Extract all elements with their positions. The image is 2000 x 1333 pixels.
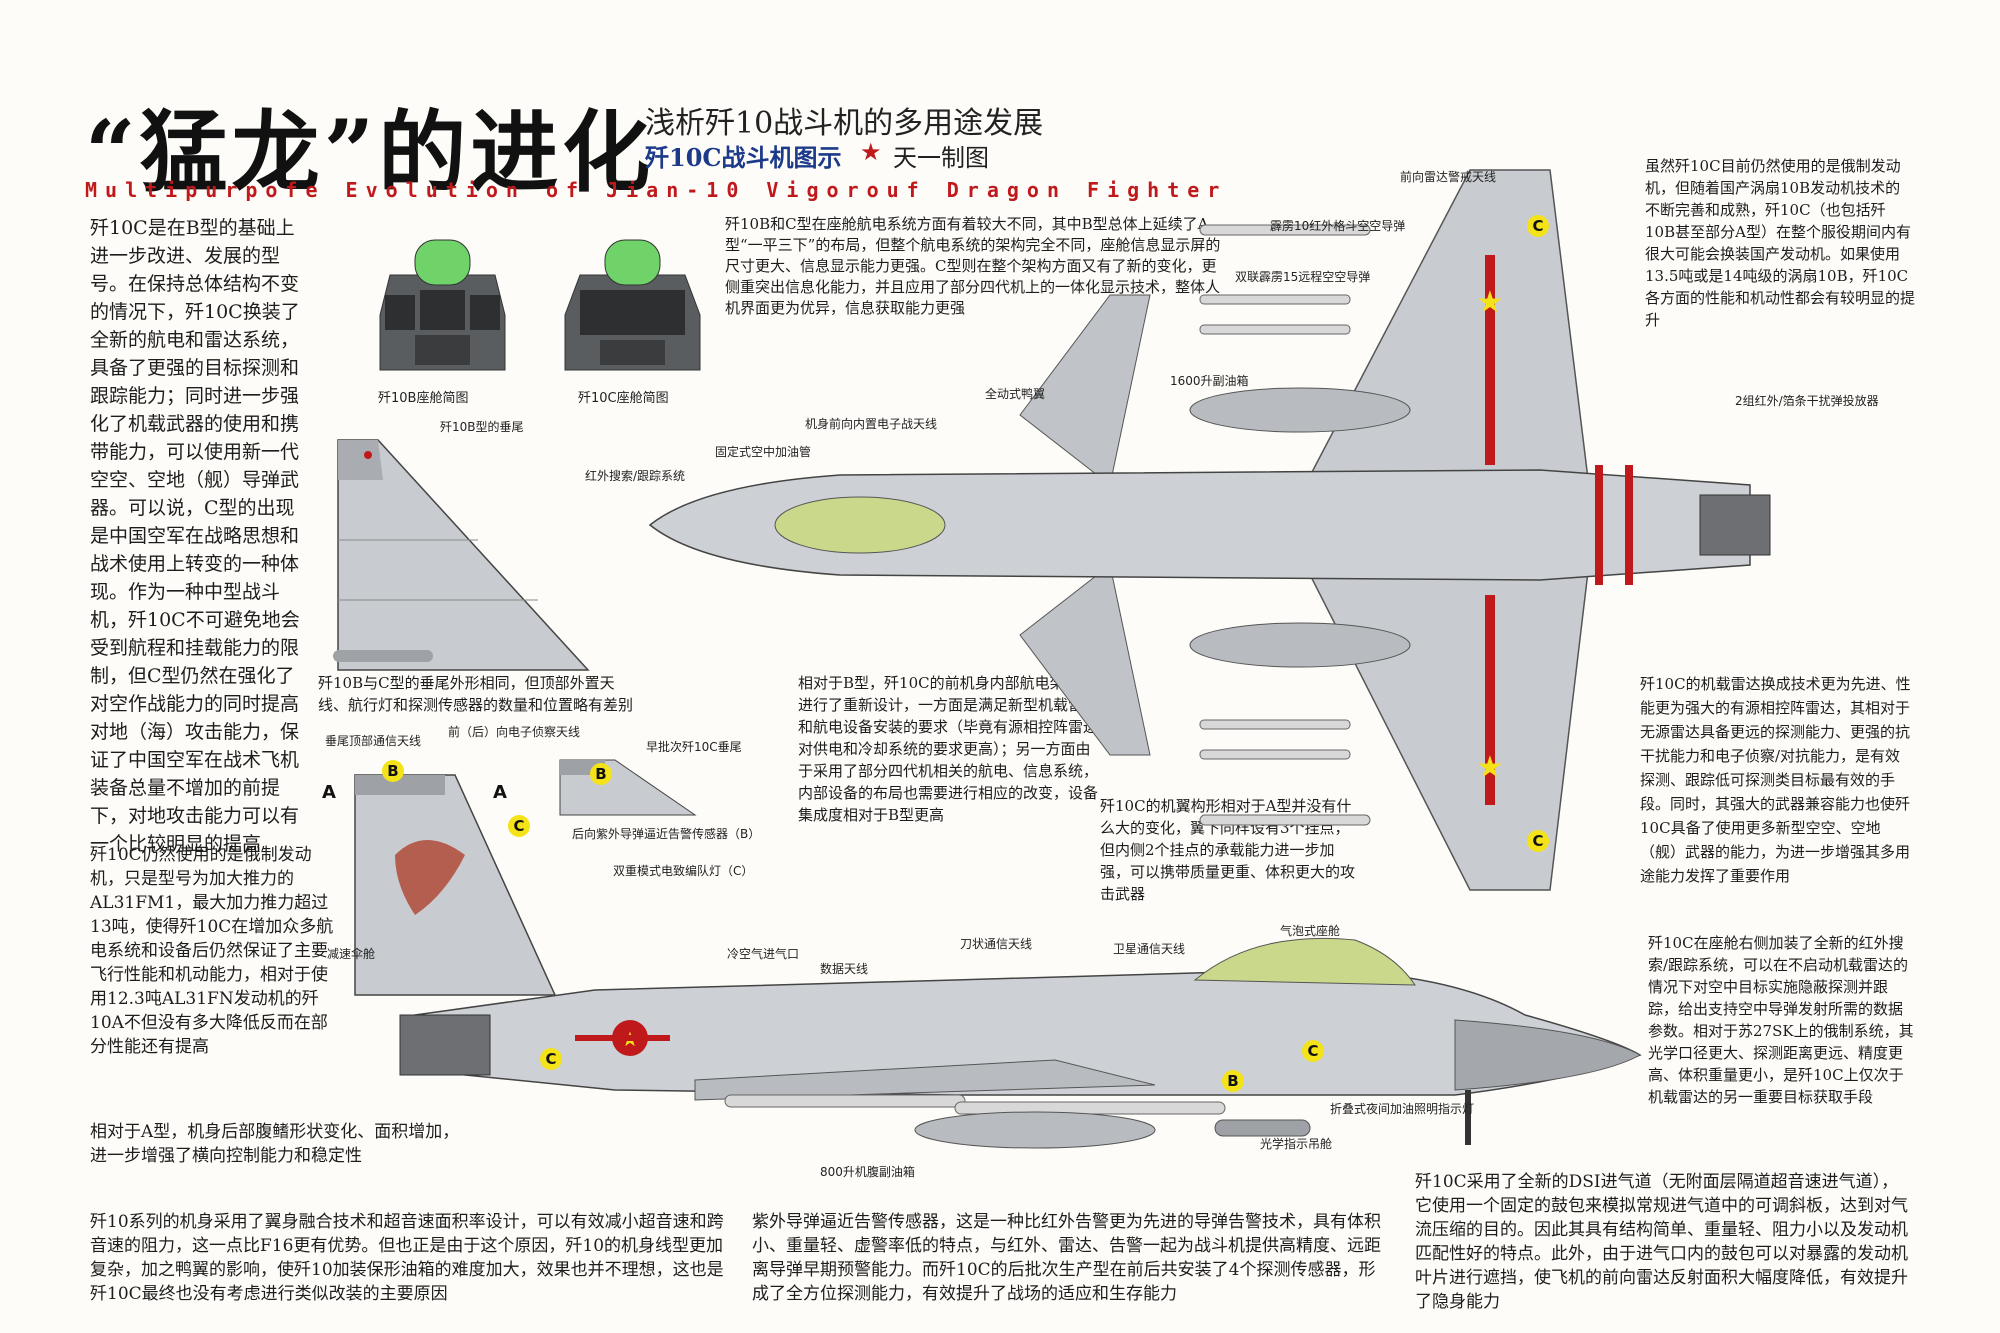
text-nose-note: 相对于B型，歼10C的前机身内部航电架构又进行了重新设计，一方面是满足新型机载雷… xyxy=(798,674,1099,824)
text-ventral-fin: 相对于A型，机身后部腹鳍形状变化、面积增加，进一步增强了横向控制能力和稳定性 xyxy=(90,1122,460,1166)
label-blade-antenna: 刀状通信天线 xyxy=(960,937,1033,951)
text-intro: 歼10C是在B型的基础上进一步改进、发展的型号。在保持总体结构不变的情况下，歼1… xyxy=(90,217,300,855)
page-title: “猛龙”的进化 xyxy=(85,100,655,204)
svg-text:★: ★ xyxy=(1477,285,1504,320)
text-tail-note: 歼10B与C型的垂尾外形相同，但顶部外置天线、航行灯和探测传感器的数量和位置略有… xyxy=(318,674,634,714)
text-cockpit: 歼10B和C型在座舱航电系统方面有着较大不同，其中B型总体上延续了A型“一平三下… xyxy=(725,215,1221,317)
label-bubble-canopy: 气泡式座舱 xyxy=(1280,924,1341,938)
text-right-irst: 歼10C在座舱右侧加装了全新的红外搜索/跟踪系统，可以在不启动机载雷达的情况下对… xyxy=(1648,934,1914,1106)
label-top-antenna: 前向雷达警戒天线 xyxy=(1400,170,1497,184)
label-cockpit-b: 歼10B座舱简图 xyxy=(378,391,469,406)
label-fold-light: 折叠式夜间加油照明指示灯 xyxy=(1330,1102,1475,1116)
label-pl15: 双联霹雳15远程空空导弹 xyxy=(1235,270,1371,284)
marker-c: C xyxy=(1302,1040,1324,1062)
label-tail-top-antenna: 垂尾顶部通信天线 xyxy=(325,734,422,748)
label-sat-antenna: 卫星通信天线 xyxy=(1113,942,1186,956)
text-uv-warning: 紫外导弹逼近告警传感器，这是一种比红外告警更为先进的导弹告警技术，具有体积小、重… xyxy=(752,1212,1381,1304)
marker-a: A xyxy=(322,782,336,803)
label-front-rear-antenna: 前（后）向电子侦察天线 xyxy=(448,725,581,739)
tail-b-diagram xyxy=(333,439,590,671)
figure-caption: 歼10C战斗机图示 xyxy=(645,143,842,172)
marker-a: A xyxy=(493,782,507,803)
svg-text:★: ★ xyxy=(1477,750,1504,785)
label-airbrake: 减速伞舱 xyxy=(327,947,376,961)
marker-c: C xyxy=(1527,830,1549,852)
marker-b: B xyxy=(1222,1070,1244,1092)
text-engine: 歼10C仍然使用的是俄制发动机，只是型号为加大推力的AL31FM1，最大加力推力… xyxy=(90,845,334,1057)
tail-c-diagram xyxy=(354,774,557,996)
label-irst: 红外搜索/跟踪系统 xyxy=(585,469,686,483)
label-tank1600: 1600升副油箱 xyxy=(1170,374,1249,388)
label-rear-uv: 后向紫外导弹逼近告警传感器（B） xyxy=(572,827,761,841)
cockpit-c-diagram xyxy=(564,239,701,371)
label-early-c-tail: 早批次歼10C垂尾 xyxy=(646,740,742,754)
marker-b: B xyxy=(382,760,404,782)
label-cockpit-c: 歼10C座舱简图 xyxy=(578,391,669,406)
aircraft-side-view: ★ xyxy=(399,937,1642,1149)
early-c-tail-diagram xyxy=(559,759,697,816)
cockpit-b-diagram xyxy=(379,239,506,371)
text-right-engine: 虽然歼10C目前仍然使用的是俄制发动机，但随着国产涡扇10B发动机技术的不断完善… xyxy=(1645,157,1916,329)
marker-b: B xyxy=(590,763,612,785)
label-cool-inlet: 冷空气进气口 xyxy=(727,947,800,961)
label-dual-light: 双重模式电致编队灯（C） xyxy=(613,864,754,878)
marker-c: C xyxy=(540,1048,562,1070)
label-optical-pod: 光学指示吊舱 xyxy=(1260,1137,1333,1151)
label-chaff: 2组红外/箔条干扰弹投放器 xyxy=(1735,394,1879,408)
aircraft-top-view: ★ ★ xyxy=(648,169,1771,891)
text-right-radar: 歼10C的机载雷达换成技术更为先进、性能更为强大的有源相控阵雷达，其相对于无源雷… xyxy=(1640,675,1911,885)
label-b-tail: 歼10B型的垂尾 xyxy=(440,420,524,434)
label-fixed-probe: 固定式空中加油管 xyxy=(715,445,812,459)
text-dsi-inlet: 歼10C采用了全新的DSI进气道（无附面层隔道超音速进气道），它使用一个固定的鼓… xyxy=(1415,1172,1908,1312)
text-bodyshape: 歼10系列的机身采用了翼身融合技术和超音速面积率设计，可以有效减小超音速和跨音速… xyxy=(90,1212,724,1304)
label-ecm-antenna: 机身前向内置电子战天线 xyxy=(805,417,938,431)
marker-c: C xyxy=(508,815,530,837)
star-icon: ★ xyxy=(860,138,882,166)
label-allmoving-canard: 全动式鸭翼 xyxy=(985,387,1046,401)
label-pl10: 霹雳10红外格斗空空导弹 xyxy=(1270,219,1406,233)
english-title: Multipurpofe Evolution of Jian-10 Vigoro… xyxy=(85,178,1228,202)
marker-c: C xyxy=(1527,215,1549,237)
cockpit-diagrams xyxy=(379,239,701,371)
label-data-antenna: 数据天线 xyxy=(820,962,869,976)
author-credit: 天一制图 xyxy=(893,144,989,172)
page-subtitle: 浅析歼10战斗机的多用途发展 xyxy=(645,106,1044,141)
label-tank800: 800升机腹副油箱 xyxy=(820,1165,915,1179)
